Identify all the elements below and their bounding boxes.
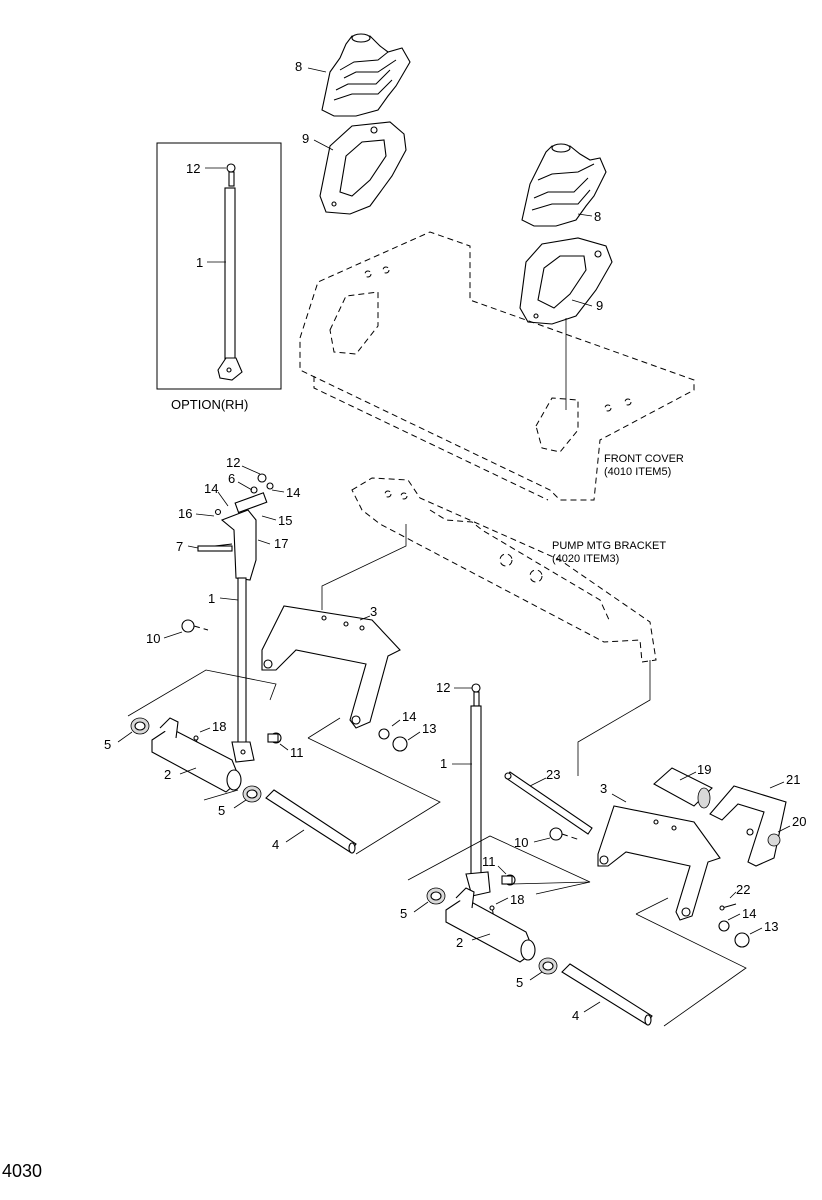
gasket-9-lower xyxy=(519,237,613,325)
callout-5-d: 5 xyxy=(516,975,523,990)
callout-11: 11 xyxy=(290,745,304,760)
boot-8-upper xyxy=(321,33,411,117)
callout-1-c: 1 xyxy=(440,756,447,771)
front-cover-note-2: (4010 ITEM5) xyxy=(604,466,671,478)
front-cover xyxy=(299,231,695,501)
pin-22 xyxy=(719,903,737,911)
callout-20: 20 xyxy=(792,814,806,829)
rod-4-b xyxy=(561,963,653,1026)
washer-14-b xyxy=(718,920,730,932)
bracket-21 xyxy=(709,785,787,867)
callout-9-b: 9 xyxy=(596,298,603,313)
callout-22: 22 xyxy=(736,882,750,897)
rod-23 xyxy=(504,771,593,835)
callout-12-b: 12 xyxy=(226,455,240,470)
callout-18-b: 18 xyxy=(510,892,524,907)
pivot-shaft-2 xyxy=(151,717,242,793)
callout-4: 4 xyxy=(272,837,279,852)
washer-14 xyxy=(378,728,390,740)
pump-mtg-bracket xyxy=(351,477,657,663)
page-number: 4030 xyxy=(2,1161,42,1181)
bolt-11-b xyxy=(501,874,516,886)
callout-21: 21 xyxy=(786,772,800,787)
nut-13 xyxy=(392,736,408,752)
callout-23: 23 xyxy=(546,767,560,782)
callout-13-b: 13 xyxy=(764,919,778,934)
callout-2: 2 xyxy=(164,767,171,782)
callout-14: 14 xyxy=(204,481,218,496)
callout-9: 9 xyxy=(302,131,309,146)
bushing-5 xyxy=(130,717,150,735)
bushing-5-c xyxy=(426,887,446,905)
option-label: OPTION(RH) xyxy=(171,397,248,412)
callout-1: 1 xyxy=(196,255,203,270)
pivot-shaft-2-b xyxy=(445,887,536,963)
callout-13: 13 xyxy=(422,721,436,736)
callout-8-b: 8 xyxy=(594,209,601,224)
callout-10: 10 xyxy=(146,631,160,646)
boot-8-lower xyxy=(521,143,607,227)
callout-15: 15 xyxy=(278,513,292,528)
bushing-5-d xyxy=(538,957,558,975)
bolt-10 xyxy=(181,619,209,633)
front-cover-note-1: FRONT COVER xyxy=(604,453,684,465)
option-lever-1 xyxy=(217,163,243,381)
callout-12-c: 12 xyxy=(436,680,450,695)
pad-19 xyxy=(653,767,713,809)
callout-1-b: 1 xyxy=(208,591,215,606)
callout-3-b: 3 xyxy=(600,781,607,796)
callout-2-b: 2 xyxy=(456,935,463,950)
option-rh-group: 12 1 OPTION(RH) xyxy=(156,142,282,412)
bushing-5-b xyxy=(242,785,262,803)
nut-13-b xyxy=(734,932,750,948)
gasket-9-upper xyxy=(319,121,407,215)
callout-11-b: 11 xyxy=(482,854,496,869)
pump-bracket-note-1: PUMP MTG BRACKET xyxy=(552,540,666,552)
callout-4-b: 4 xyxy=(572,1008,579,1023)
bushing-20 xyxy=(767,833,781,847)
callout-19: 19 xyxy=(697,762,711,777)
left-lever-assembly xyxy=(197,473,274,763)
callout-18: 18 xyxy=(212,719,226,734)
callout-14-c: 14 xyxy=(402,709,416,724)
rod-4 xyxy=(265,789,357,854)
callout-10-b: 10 xyxy=(514,835,528,850)
callout-5: 5 xyxy=(104,737,111,752)
callout-8: 8 xyxy=(295,59,302,74)
callout-5-b: 5 xyxy=(218,803,225,818)
option-frame xyxy=(156,142,282,390)
mount-bracket-3-b xyxy=(597,805,721,921)
callout-12: 12 xyxy=(186,161,200,176)
callout-7: 7 xyxy=(176,539,183,554)
pump-bracket-note-2: (4020 ITEM3) xyxy=(552,553,619,565)
callout-16: 16 xyxy=(178,506,192,521)
bolt-11 xyxy=(267,732,282,744)
bolt-10-b xyxy=(549,827,581,841)
right-lever-assembly xyxy=(465,683,491,897)
mount-bracket-3 xyxy=(261,605,401,729)
callout-6: 6 xyxy=(228,471,235,486)
callout-5-c: 5 xyxy=(400,906,407,921)
callout-14-d: 14 xyxy=(742,906,756,921)
callout-3: 3 xyxy=(370,604,377,619)
callout-14-b: 14 xyxy=(286,485,300,500)
callout-17: 17 xyxy=(274,536,288,551)
